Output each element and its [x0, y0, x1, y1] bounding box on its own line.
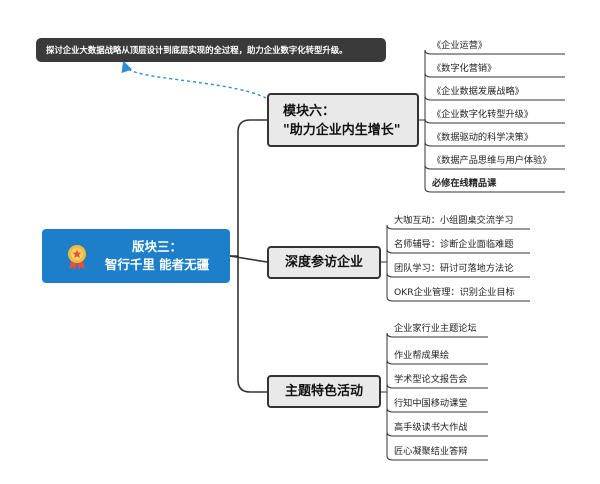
- leaf-underline: [386, 407, 488, 413]
- leaf-item[interactable]: OKR企业管理：识别企业目标: [394, 287, 515, 298]
- leaf-item[interactable]: 名师辅导：诊断企业面临难题: [394, 239, 514, 250]
- root-to-branch-3: [237, 256, 267, 393]
- leaf-underline: [424, 72, 565, 78]
- medal-icon: [68, 245, 86, 270]
- leaf-item[interactable]: 《企业运营》: [432, 40, 488, 51]
- branch-module-six-subtitle: "助力企业内生增长": [283, 123, 401, 138]
- branch-module-six-title: 模块六：: [283, 104, 336, 119]
- leaf-underline: [386, 359, 488, 365]
- leaf-item[interactable]: 《数字化营销》: [432, 63, 497, 74]
- leaf-underline: [424, 118, 565, 124]
- leaf-item[interactable]: 作业帮成果绘: [394, 350, 450, 361]
- root-subtitle: 智行千里 能者无疆: [104, 257, 210, 272]
- leaf-underline: [424, 49, 565, 55]
- root-to-branch-2: [229, 255, 268, 263]
- note-arrow: [121, 60, 267, 99]
- leaf-underline: [424, 187, 565, 193]
- leaf-item[interactable]: 行知中国移动课堂: [394, 398, 468, 409]
- leaf-item[interactable]: 大咖互动：小组圆桌交流学习: [394, 215, 514, 226]
- root-to-branch-1: [230, 119, 267, 257]
- branch-company-visits[interactable]: 深度参访企业: [267, 246, 381, 279]
- leaf-underline: [386, 332, 488, 338]
- leaf-underline: [386, 431, 488, 437]
- leaf-underline: [424, 164, 565, 170]
- leaf-item[interactable]: 《企业数据发展战略》: [432, 86, 524, 97]
- leaf-item[interactable]: 必修在线精品课: [432, 178, 497, 189]
- leaf-underline: [386, 248, 530, 254]
- leaf-item[interactable]: 企业家行业主题论坛: [394, 323, 477, 334]
- leaf-item[interactable]: 学术型论文报告会: [394, 374, 468, 385]
- root-node[interactable]: 版块三： 智行千里 能者无疆: [42, 229, 230, 283]
- branch-module-six[interactable]: 模块六： "助力企业内生增长": [267, 93, 419, 147]
- leaf-item[interactable]: 高手级读书大作战: [394, 422, 468, 433]
- leaf-underline: [424, 141, 565, 147]
- leaf-underline: [386, 272, 530, 278]
- leaf-item[interactable]: 《数据驱动的科学决策》: [432, 132, 534, 143]
- root-title: 版块三：: [131, 239, 182, 254]
- leaf-item[interactable]: 《企业数字化转型升级》: [432, 109, 534, 120]
- leaf-underline: [386, 383, 488, 389]
- leaf-item[interactable]: 团队学习：研讨可落地方法论: [394, 263, 514, 274]
- leaf-item[interactable]: 《数据产品思维与用户体验》: [432, 155, 552, 166]
- leaf-underline: [386, 455, 488, 461]
- summary-note: 探讨企业大数据战略从顶层设计到底层实现的全过程，助力企业数字化转型升级。: [36, 38, 386, 62]
- leaf-underline: [386, 224, 530, 230]
- leaf-item[interactable]: 匠心凝聚结业答辩: [394, 446, 468, 457]
- branch-themed-activities[interactable]: 主题特色活动: [267, 375, 381, 408]
- leaf-underline: [424, 95, 565, 101]
- leaf-underline: [386, 296, 530, 302]
